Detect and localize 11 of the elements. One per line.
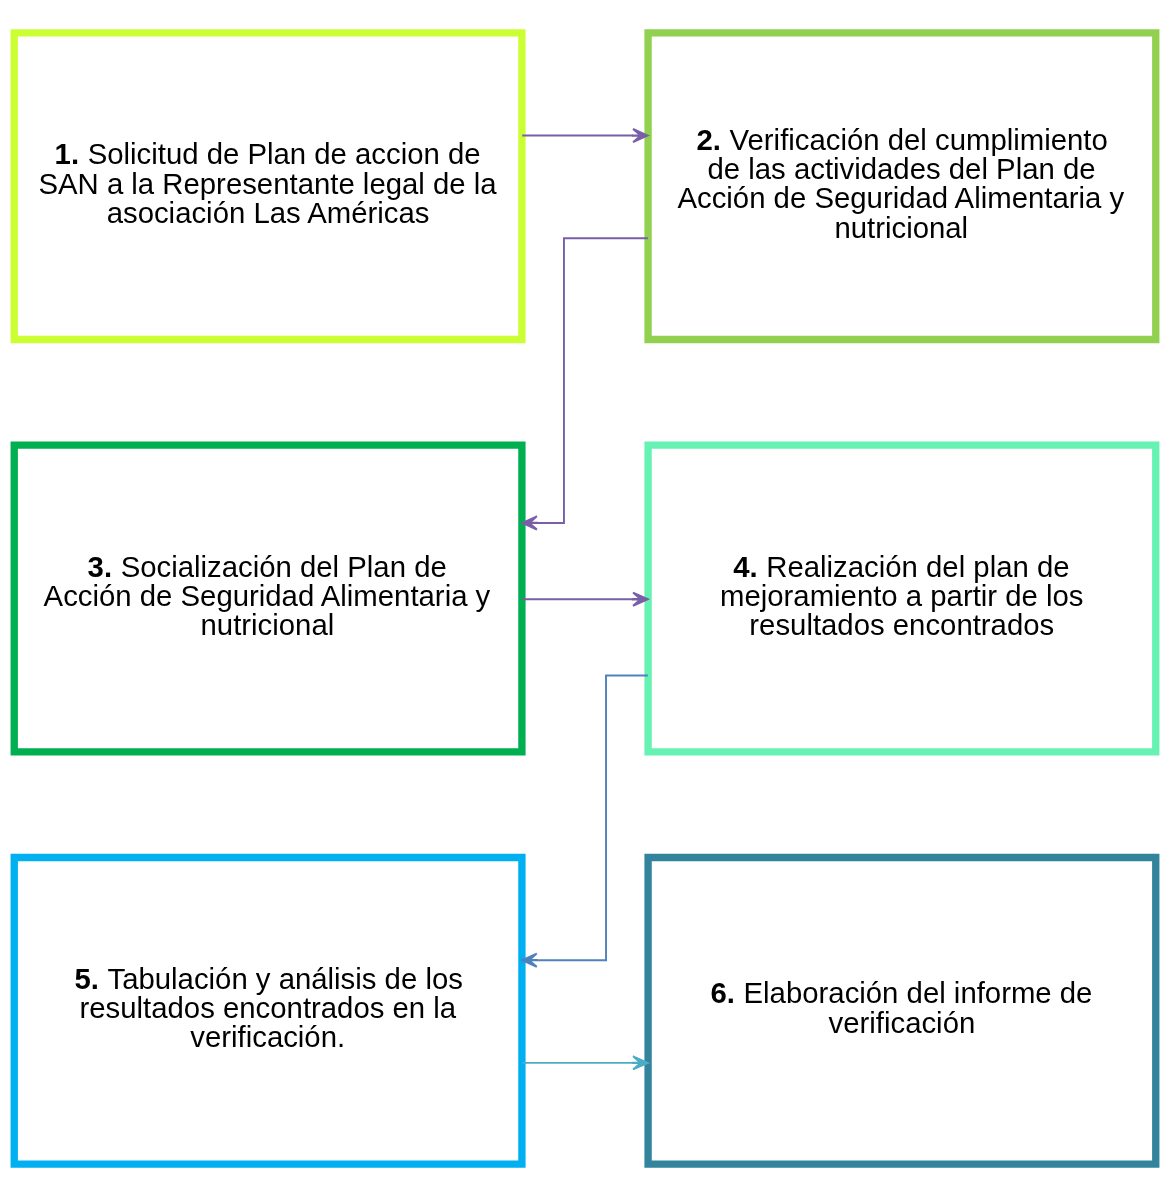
arrow xyxy=(521,237,649,531)
arrow xyxy=(521,591,649,607)
node-box: 6. Elaboración del informe de verificación xyxy=(644,853,1160,1168)
node-box: 3. Socialización del Plan de Acción de Seguridad Alimentaria y nutricional xyxy=(10,441,526,756)
arrow xyxy=(521,128,649,144)
arrow xyxy=(521,674,649,968)
arrow xyxy=(521,1055,649,1071)
node-box: 1. Solicitud de Plan de accion de SAN a la Representante legal de la asociación Las Américas xyxy=(10,29,526,344)
node-box: 4. Realización del plan de mejoramiento a partir de los resultados encontrados xyxy=(644,441,1160,756)
node-box: 5. Tabulación y análisis de los resultados encontrados en la verificación. xyxy=(10,853,526,1168)
node-box: 2. Verificación del cumplimiento de las actividades del Plan de Acción de Seguridad Alimentaria y nutricional xyxy=(644,29,1160,344)
